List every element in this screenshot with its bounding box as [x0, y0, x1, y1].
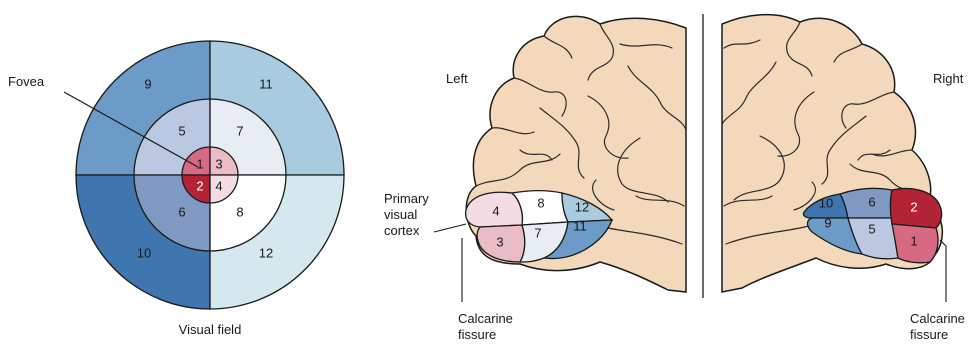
- right-fissure-leader-line: [940, 240, 946, 302]
- right-number-5: 5: [868, 222, 875, 237]
- field-number-7: 7: [236, 124, 243, 139]
- left-fissure-label-line-2: fissure: [458, 327, 496, 342]
- right-fissure-label-line-2: fissure: [910, 327, 948, 342]
- right-number-10: 10: [819, 196, 833, 211]
- field-number-8: 8: [236, 205, 243, 220]
- field-number-6: 6: [178, 205, 185, 220]
- field-number-4: 4: [215, 179, 222, 194]
- right-number-1: 1: [910, 234, 917, 249]
- visual-field-disc: 9 11 10 12 5 7 6 8 1 3 2 4 Fovea Visual …: [8, 41, 344, 337]
- left-number-8: 8: [537, 196, 544, 211]
- field-number-1: 1: [196, 157, 203, 172]
- left-hemisphere: 4 3 8 7 12 11 Left Primary visual cortex…: [384, 16, 686, 342]
- right-number-9: 9: [824, 216, 831, 231]
- right-hemisphere: 10 9 6 5 2 1 Right Calcarine fissure: [722, 15, 965, 342]
- field-number-2: 2: [196, 179, 203, 194]
- field-number-11: 11: [259, 77, 273, 92]
- field-number-12: 12: [259, 246, 273, 261]
- field-number-5: 5: [178, 124, 185, 139]
- left-number-4: 4: [492, 204, 499, 219]
- fovea-label: Fovea: [8, 74, 45, 89]
- right-region-6: [840, 188, 892, 218]
- right-number-2: 2: [910, 200, 917, 215]
- visual-field-title: Visual field: [179, 322, 242, 337]
- cortex-label-line-3: cortex: [384, 223, 420, 238]
- left-number-7: 7: [534, 226, 541, 241]
- cortex-label-line-1: Primary: [384, 191, 429, 206]
- left-hemisphere-title: Left: [446, 71, 468, 86]
- field-number-10: 10: [137, 246, 151, 261]
- right-fissure-label-line-1: Calcarine: [910, 311, 965, 326]
- right-number-6: 6: [868, 195, 875, 210]
- left-number-12: 12: [575, 200, 589, 215]
- left-fissure-label-line-1: Calcarine: [458, 311, 513, 326]
- field-number-9: 9: [144, 77, 151, 92]
- left-number-3: 3: [496, 235, 503, 250]
- cortex-label-line-2: visual: [384, 207, 417, 222]
- left-number-11: 11: [573, 219, 587, 234]
- right-hemisphere-title: Right: [933, 71, 964, 86]
- field-number-3: 3: [215, 157, 222, 172]
- cortex-leader-line: [434, 224, 466, 232]
